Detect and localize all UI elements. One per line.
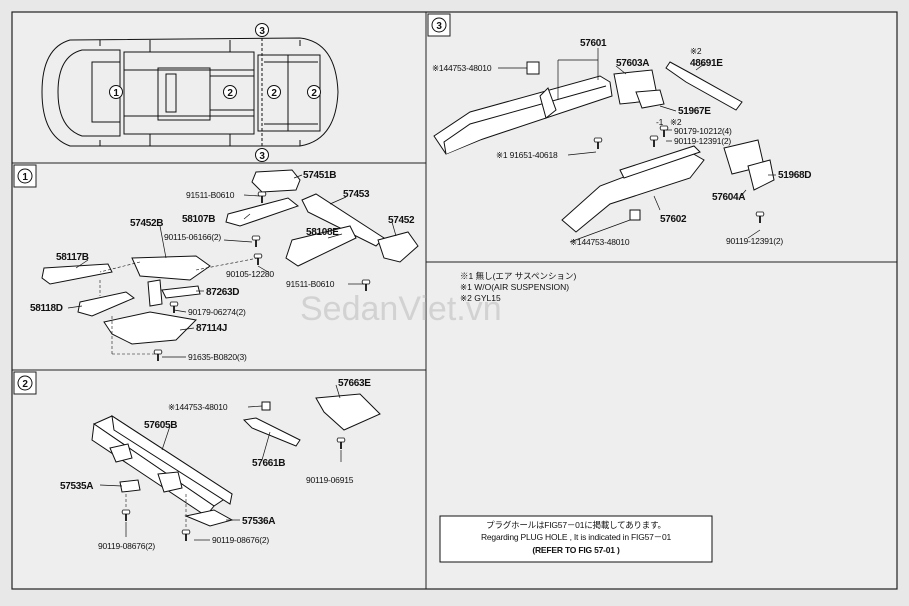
reference-line-2: Regarding PLUG HOLE , It is indicated in… bbox=[481, 532, 672, 542]
label-star2-a: ※2 bbox=[690, 46, 702, 56]
section2-leaders bbox=[99, 384, 342, 541]
label-58107B: 58107B bbox=[182, 214, 215, 225]
label-144753-48010-a: ※144753-48010 bbox=[432, 63, 492, 73]
label-57452B: 57452B bbox=[130, 218, 163, 229]
reference-line-1: プラグホールはFIG57－01に掲載してあります。 bbox=[486, 520, 666, 530]
label-58108E: 58108E bbox=[306, 227, 339, 238]
label-57535A: 57535A bbox=[60, 481, 93, 492]
label-90115-06166: 90115-06166(2) bbox=[164, 232, 221, 242]
label-51967E: 51967E bbox=[678, 106, 711, 117]
section3-title-box bbox=[427, 13, 451, 37]
marker-3-bottom: 3 bbox=[259, 151, 265, 162]
note-3: ※2 GYL15 bbox=[460, 293, 501, 303]
label-one: -1 bbox=[656, 117, 664, 127]
label-57453: 57453 bbox=[343, 189, 370, 200]
label-87114J: 87114J bbox=[196, 323, 227, 334]
label-90119-12391-b: 90119-12391(2) bbox=[726, 236, 783, 246]
overview-markers: 3 1 2 2 2 3 bbox=[109, 23, 321, 162]
label-91511-b0610-a: 91511-B0610 bbox=[186, 190, 235, 200]
label-58117B: 58117B bbox=[56, 252, 89, 263]
reference-line-3: (REFER TO FIG 57-01 ) bbox=[532, 545, 620, 555]
label-144753-48010-s2: ※144753-48010 bbox=[168, 402, 228, 412]
label-90179-10212: 90179-10212(4) bbox=[674, 126, 732, 136]
label-star2-b: ※2 bbox=[670, 117, 682, 127]
label-90105-12280: 90105-12280 bbox=[226, 269, 274, 279]
reference-box bbox=[439, 515, 713, 563]
section1-title: 1 bbox=[22, 172, 28, 183]
label-87263D: 87263D bbox=[206, 287, 239, 298]
marker-2-a: 2 bbox=[227, 88, 233, 99]
section2-parts bbox=[91, 393, 381, 527]
label-57601: 57601 bbox=[580, 38, 607, 49]
label-144753-48010-b: ※144753-48010 bbox=[570, 237, 630, 247]
section3-title: 3 bbox=[436, 21, 442, 32]
label-57451B: 57451B bbox=[303, 170, 336, 181]
label-57536A: 57536A bbox=[242, 516, 275, 527]
marker-3-top: 3 bbox=[259, 26, 265, 37]
label-91635-b0820: 91635-B0820(3) bbox=[188, 352, 247, 362]
label-90119-08676-a: 90119-08676(2) bbox=[98, 541, 155, 551]
section2-dashes bbox=[125, 494, 187, 528]
section1-parts bbox=[41, 169, 419, 345]
watermark: SedanViet.vn bbox=[300, 290, 502, 328]
section2-title-box bbox=[13, 371, 37, 395]
label-57604A: 57604A bbox=[712, 192, 745, 203]
label-57663E: 57663E bbox=[338, 378, 371, 389]
section2-title: 2 bbox=[22, 379, 28, 390]
note-2: ※1 W/O(AIR SUSPENSION) bbox=[460, 282, 569, 292]
section1-leaders bbox=[67, 174, 397, 358]
marker-2-c: 2 bbox=[311, 88, 317, 99]
marker-2-b: 2 bbox=[271, 88, 277, 99]
section3-leaders bbox=[498, 48, 776, 243]
section1-title-box bbox=[13, 164, 37, 188]
section3-parts bbox=[433, 61, 775, 233]
label-51968D: 51968D bbox=[778, 170, 811, 181]
label-58118D: 58118D bbox=[30, 303, 63, 314]
marker-1: 1 bbox=[113, 88, 119, 99]
label-48691E: 48691E bbox=[690, 58, 723, 69]
label-57452: 57452 bbox=[388, 215, 415, 226]
label-91511-b0610-b: 91511-B0610 bbox=[286, 279, 335, 289]
label-57605B: 57605B bbox=[144, 420, 177, 431]
note-1: ※1 無し(エア サスペンション) bbox=[460, 271, 577, 281]
label-57602: 57602 bbox=[660, 214, 687, 225]
label-90119-08676-b: 90119-08676(2) bbox=[212, 535, 269, 545]
label-91651-40618: ※1 91651-40618 bbox=[496, 150, 558, 160]
label-90179-06274: 90179-06274(2) bbox=[188, 307, 246, 317]
section1-dashes bbox=[99, 257, 259, 355]
label-57661B: 57661B bbox=[252, 458, 285, 469]
label-90119-06915: 90119-06915 bbox=[306, 475, 354, 485]
label-90119-12391-a: 90119-12391(2) bbox=[674, 136, 731, 146]
label-57603A: 57603A bbox=[616, 58, 649, 69]
vehicle-overview bbox=[41, 37, 339, 150]
